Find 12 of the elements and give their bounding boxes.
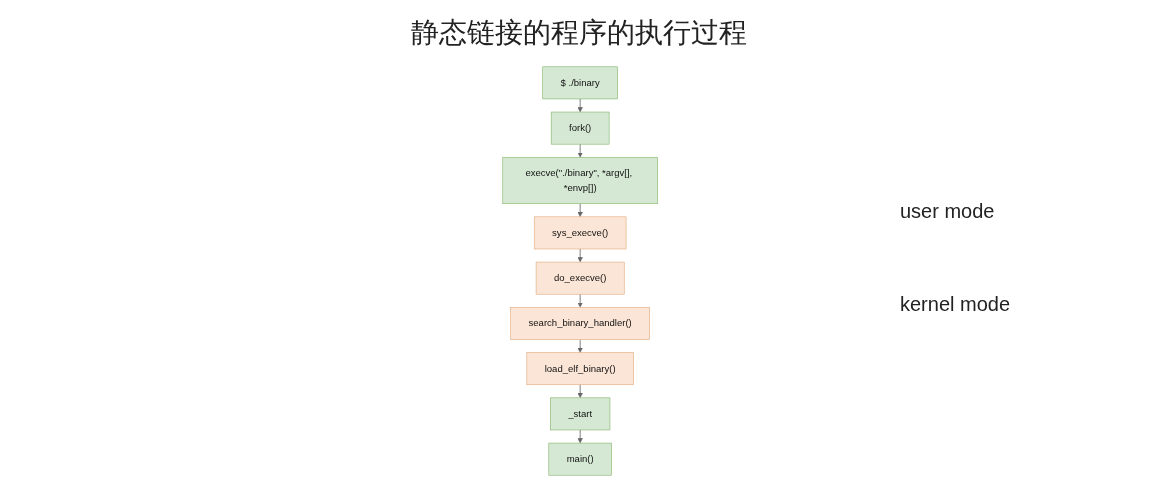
node-box: load_elf_binary(): [526, 352, 634, 386]
node-box: _start: [549, 397, 611, 431]
diagram-title: 静态链接的程序的执行过程: [410, 16, 748, 50]
node-box: main(): [548, 442, 612, 476]
node-box: execve("./binary", *argv[], *envp[]): [502, 157, 658, 204]
node-box: $ ./binary: [542, 66, 618, 100]
mode-label: kernel mode: [900, 293, 1011, 316]
mode-label: user mode: [900, 200, 996, 223]
node-box: search_binary_handler(): [510, 307, 650, 340]
node-box: sys_execve(): [533, 216, 627, 250]
node-box: fork(): [550, 111, 610, 145]
node-box: do_execve(): [535, 261, 625, 295]
